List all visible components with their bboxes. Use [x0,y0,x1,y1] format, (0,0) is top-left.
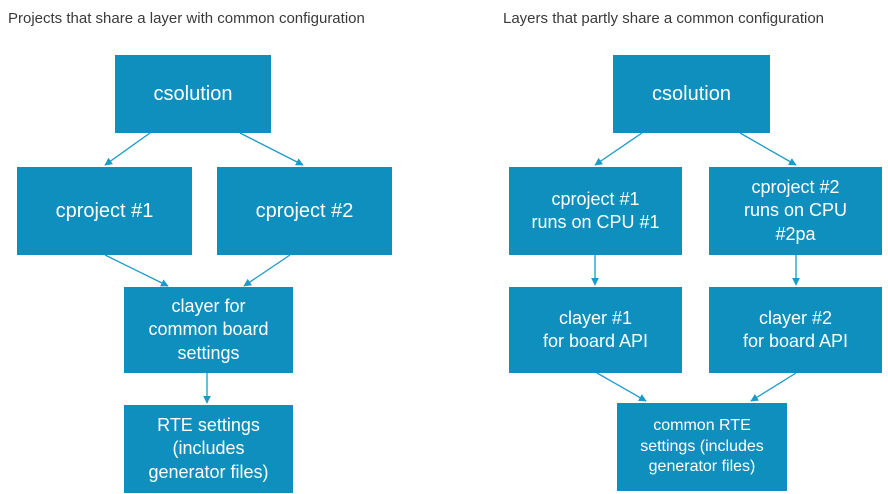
left-diagram-caption: Projects that share a layer with common … [8,10,365,27]
left-rte-settings-box: RTE settings (includes generator files) [124,405,293,493]
arrow-csolution-to-cproject-2-left [239,132,304,166]
left-clayer-common-board-box: clayer for common board settings [124,287,293,373]
right-cproject-2-box: cproject #2 runs on CPU #2pa [709,167,882,255]
arrow-clayer-1-to-common-rte-right [596,372,647,402]
right-common-rte-settings-box: common RTE settings (includes generator … [617,403,787,491]
right-csolution-box: csolution [613,55,770,133]
left-cproject-2-box: cproject #2 [217,167,392,255]
left-csolution-box: csolution [115,55,271,133]
right-clayer-1-box: clayer #1 for board API [509,287,682,373]
arrow-clayer-2-to-common-rte-right [750,372,797,402]
right-cproject-1-box: cproject #1 runs on CPU #1 [509,167,682,255]
right-diagram-caption: Layers that partly share a common config… [503,10,824,27]
arrow-csolution-to-cproject-1-left [104,132,151,166]
arrow-csolution-to-cproject-1-right [594,132,643,166]
arrow-csolution-to-cproject-2-right [739,132,797,166]
arrow-cproject-1-to-clayer-left [104,254,169,287]
arrow-cproject-2-to-clayer-left [243,254,291,287]
right-clayer-2-box: clayer #2 for board API [709,287,882,373]
left-cproject-1-box: cproject #1 [17,167,192,255]
